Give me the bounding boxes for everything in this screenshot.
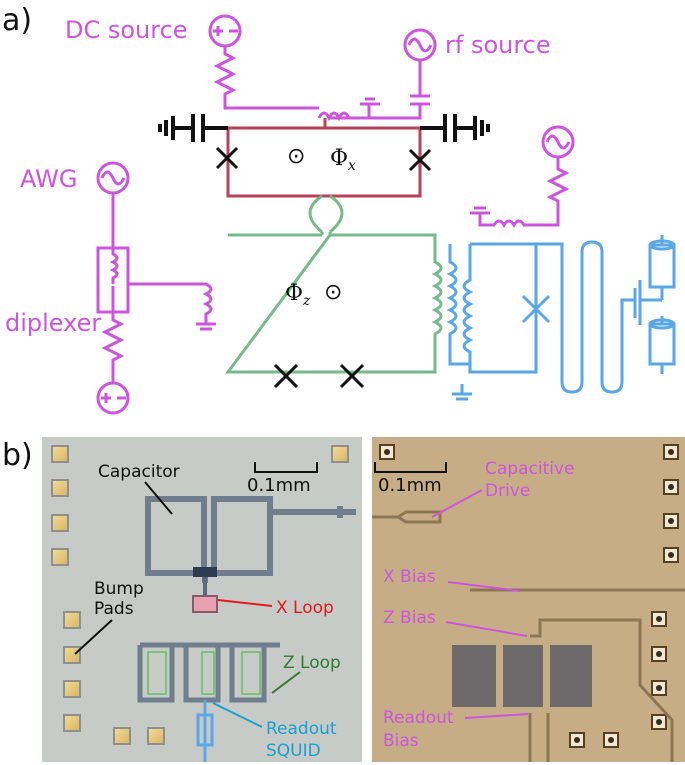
x-bias-label: X Bias	[383, 567, 436, 587]
chip-left	[42, 437, 362, 762]
readout-bias-label-2: Bias	[383, 731, 419, 751]
flux-x-symbol: ⊙	[287, 144, 305, 169]
readout-drive	[470, 125, 575, 228]
awg-label: AWG	[20, 165, 77, 193]
scale-left-label: 0.1mm	[247, 475, 311, 496]
rf-source	[330, 28, 437, 120]
phi-x-label: Φx	[330, 146, 356, 174]
z-bias-pointer	[445, 621, 528, 637]
capacitor-right	[420, 114, 490, 142]
panel-b-letter: b)	[2, 438, 33, 473]
cap-drive-pointer	[431, 489, 483, 518]
x-loop-label: X Loop	[276, 598, 334, 618]
readout-bias-pointer	[464, 713, 529, 719]
dc-source-label: DC source	[65, 16, 188, 44]
z-loop-label: Z Loop	[283, 653, 341, 673]
panel-a-letter: a)	[2, 3, 32, 38]
junctions-z	[273, 363, 365, 389]
bump-pads-label-1: Bump	[94, 579, 144, 599]
bump-pads	[51, 445, 349, 745]
junction-x-left	[215, 146, 239, 170]
dc-source-2	[96, 381, 130, 415]
rf-source-label: rf source	[445, 31, 551, 59]
scale-bar-right	[374, 462, 447, 473]
readout-label-2: SQUID	[266, 741, 321, 761]
readout-pointer	[212, 702, 263, 728]
readout-label-1: Readout	[266, 719, 337, 739]
flux-z-symbol: ⊙	[324, 280, 342, 305]
awg-source	[96, 161, 130, 248]
bump-pads-pointer	[74, 619, 113, 655]
x-loop-shape	[192, 595, 218, 613]
x-bias-pointer	[447, 581, 521, 592]
readout-squid	[446, 235, 676, 401]
z-bias-label: Z Bias	[383, 608, 436, 628]
diplexer	[96, 246, 216, 382]
x-flux-coil	[317, 97, 380, 122]
capacitor-pointer	[144, 481, 173, 515]
z-loop-pointer	[271, 671, 301, 694]
diplexer-label: diplexer	[5, 309, 101, 337]
chip-right	[372, 437, 685, 762]
z-loop-shape	[137, 642, 280, 703]
z-loop	[225, 194, 443, 374]
scale-right-label: 0.1mm	[378, 475, 442, 496]
capacitor-left	[158, 114, 228, 142]
phi-z-label: Φz	[285, 281, 311, 309]
scale-bar-left	[254, 462, 318, 473]
cap-drive-label-1: Capacitive	[485, 459, 574, 479]
cap-drive-label-2: Drive	[485, 481, 530, 501]
dc-source	[208, 14, 319, 110]
readout-bias-label-1: Readout	[383, 708, 454, 728]
junction-x-right	[408, 148, 432, 172]
bump-pads-label-2: Pads	[94, 599, 134, 619]
readout-squid-shape	[196, 700, 214, 762]
x-loop-pointer	[217, 599, 273, 607]
x-loop	[158, 114, 490, 198]
capacitor-label: Capacitor	[98, 462, 180, 482]
